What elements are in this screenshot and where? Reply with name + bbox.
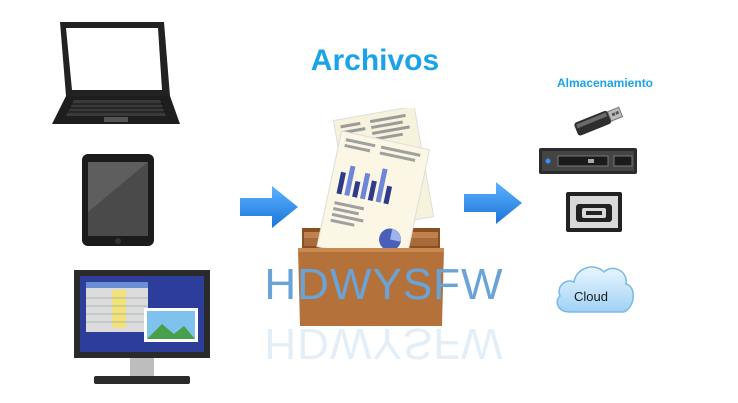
tape-drive-icon — [566, 192, 622, 232]
arrow-right-icon — [240, 186, 298, 228]
storage-title: Almacenamiento — [556, 76, 654, 90]
cloud-label: Cloud — [574, 289, 608, 304]
monitor-icon — [74, 270, 210, 384]
folder-with-documents-icon — [298, 108, 444, 326]
diagram-title: Archivos — [310, 44, 440, 77]
cloud-icon — [556, 266, 634, 313]
brand-watermark: HDWYSFW — [264, 260, 504, 309]
usb-drive-icon — [574, 106, 624, 136]
arrow-right-icon — [464, 182, 522, 224]
laptop-icon — [52, 22, 180, 124]
brand-watermark-reflection: HDWYSFW — [264, 319, 504, 368]
tablet-icon — [82, 154, 154, 246]
server-rack-icon — [539, 148, 637, 174]
